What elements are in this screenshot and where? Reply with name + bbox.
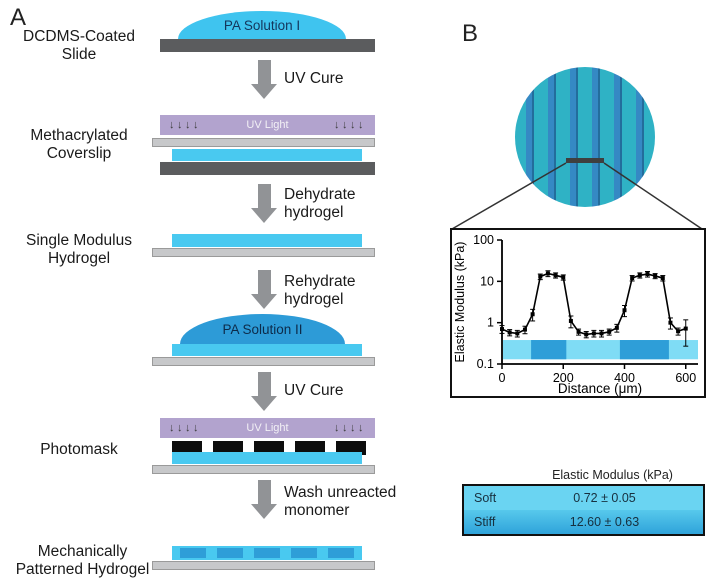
arrow-label-rehydrate: Rehydrate hydrogel: [284, 273, 356, 308]
table-row-stiff: Stiff 12.60 ± 0.63: [464, 510, 703, 534]
coverslip-bar: [152, 138, 375, 147]
photomask-square: [295, 441, 325, 455]
pa-solution-1-droplet: PA Solution I: [178, 11, 346, 39]
arrow-label-wash: Wash unreacted monomer: [284, 484, 397, 519]
coverslip-bar: [152, 248, 375, 257]
photomask-square: [213, 441, 243, 455]
pa-solution-2-droplet: PA Solution II: [180, 314, 345, 344]
afm-scan-line: [566, 158, 604, 163]
uv-light-bar-1: ↓↓↓↓ UV Light ↓↓↓↓: [160, 115, 375, 135]
photomask-square: [336, 441, 366, 455]
stiff-region-square: [217, 548, 243, 558]
uv-down-arrows-icon: ↓↓↓↓: [333, 118, 366, 131]
patterned-hydrogel-circle: [515, 67, 655, 207]
stiff-region-square: [328, 548, 354, 558]
uv-light-label: UV Light: [246, 119, 289, 131]
hydrogel-layer: [172, 234, 362, 247]
step-label-dcdms-slide: DCDMS-Coated Slide: [23, 28, 135, 63]
arrow-label-uv-cure-2: UV Cure: [284, 382, 344, 399]
row-value: 12.60 ± 0.63: [569, 515, 640, 529]
hydrogel-layer: [172, 149, 362, 161]
svg-text:Distance (μm): Distance (μm): [558, 381, 642, 396]
uv-down-arrows-icon: ↓↓↓↓: [169, 421, 201, 434]
coverslip-bar: [152, 357, 375, 366]
table-row-soft: Soft 0.72 ± 0.05: [464, 486, 703, 510]
step-label-patterned-hydrogel: Mechanically Patterned Hydrogel: [15, 543, 150, 578]
photomask-square: [254, 441, 284, 455]
table-header: Elastic Modulus (kPa): [552, 468, 673, 482]
down-arrow-icon: [251, 480, 277, 519]
svg-text:100: 100: [473, 233, 494, 247]
down-arrow-icon: [251, 60, 277, 99]
panel-b-label: B: [462, 20, 479, 47]
row-name: Soft: [474, 491, 497, 505]
row-value: 0.72 ± 0.05: [573, 491, 636, 505]
svg-text:600: 600: [675, 371, 696, 385]
arrow-label-dehydrate: Dehydrate hydrogel: [284, 186, 356, 221]
step-label-methacrylated-coverslip: Methacrylated Coverslip: [30, 127, 128, 162]
hydrogel-layer: [172, 344, 362, 356]
uv-light-label: UV Light: [246, 422, 289, 434]
down-arrow-icon: [251, 270, 277, 309]
down-arrow-icon: [251, 372, 277, 411]
stiff-region-square: [180, 548, 206, 558]
down-arrow-icon: [251, 184, 277, 223]
uv-down-arrows-icon: ↓↓↓↓: [169, 118, 201, 131]
modulus-table: Soft 0.72 ± 0.05 Stiff 12.60 ± 0.63: [462, 484, 705, 536]
hydrogel-layer: [172, 452, 362, 464]
coverslip-bar: [152, 465, 375, 474]
stiff-region-square: [291, 548, 317, 558]
panel-a-label: A: [10, 4, 27, 31]
stiff-region-square: [254, 548, 280, 558]
svg-text:200: 200: [553, 371, 574, 385]
svg-text:Elastic Modulus (kPa): Elastic Modulus (kPa): [453, 242, 467, 363]
svg-text:400: 400: [614, 371, 635, 385]
row-name: Stiff: [474, 515, 496, 529]
dcdms-slide-bar: [160, 39, 375, 52]
svg-text:0.1: 0.1: [477, 357, 494, 371]
uv-light-bar-2: ↓↓↓↓ UV Light ↓↓↓↓: [160, 418, 375, 438]
photomask-square: [172, 441, 202, 455]
svg-text:1: 1: [487, 316, 494, 330]
svg-text:0: 0: [499, 371, 506, 385]
arrow-label-uv-cure-1: UV Cure: [284, 70, 344, 87]
coverslip-bar: [152, 561, 375, 570]
step-label-photomask: Photomask: [40, 441, 118, 458]
uv-down-arrows-icon: ↓↓↓↓: [333, 421, 366, 434]
svg-text:10: 10: [480, 274, 494, 288]
dcdms-slide-bar: [160, 162, 375, 175]
step-label-single-modulus: Single Modulus Hydrogel: [26, 232, 132, 267]
